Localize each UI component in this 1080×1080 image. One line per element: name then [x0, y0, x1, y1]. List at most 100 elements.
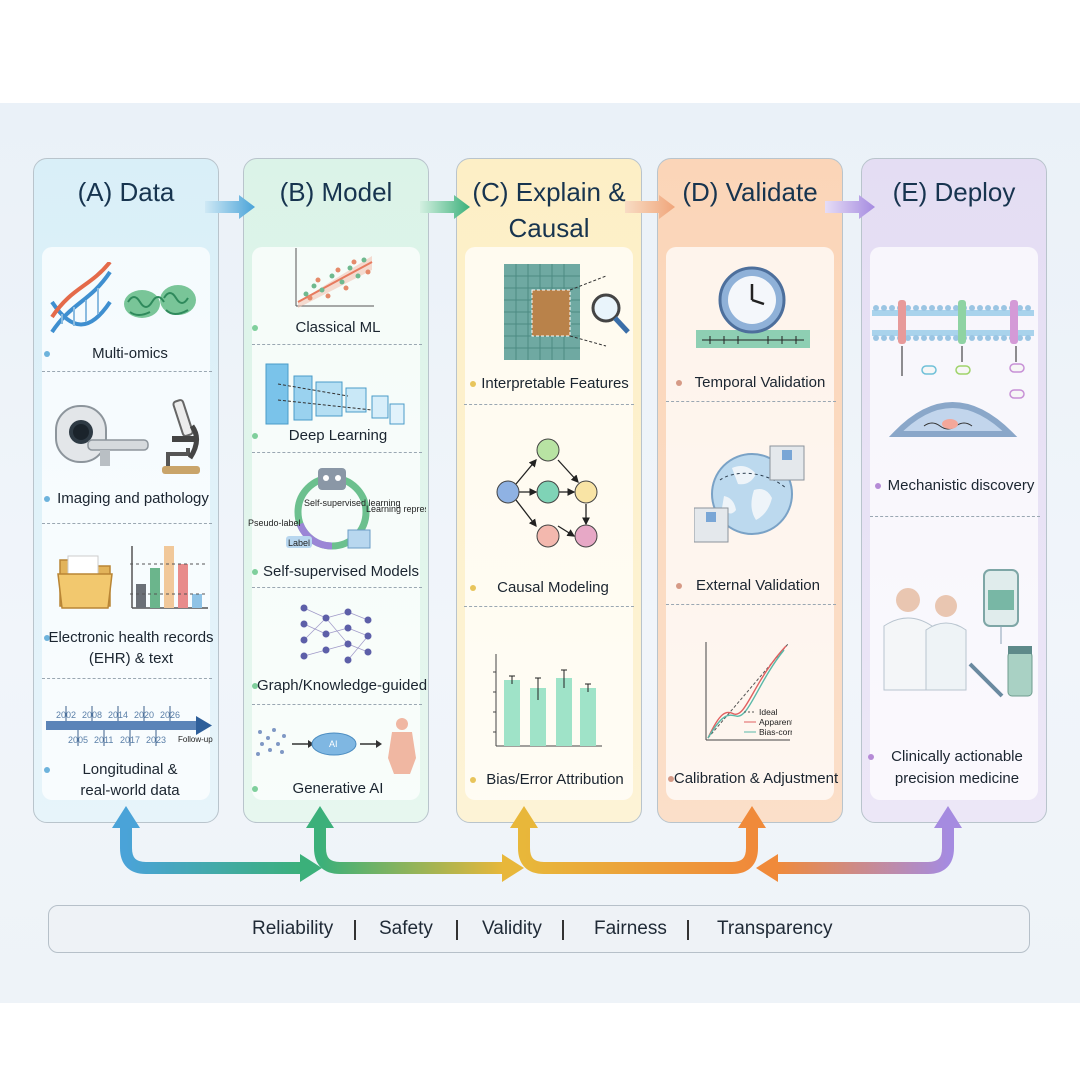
label-calibration-adjustment: Calibration & Adjustment — [673, 770, 839, 787]
bullet-marker — [44, 635, 50, 641]
label-temporal-validation: Temporal Validation — [694, 374, 826, 391]
label-classical-ml: Classical ML — [295, 319, 381, 336]
bullet-marker — [252, 433, 258, 439]
principle-validity: Validity — [482, 918, 542, 939]
label-ehr-line2: (EHR) & text — [88, 650, 174, 667]
principle-divider — [456, 920, 458, 940]
principle-divider — [687, 920, 689, 940]
separator-line — [666, 401, 836, 402]
column-title-data: (A) Data — [77, 177, 175, 207]
column-title-explain-line1: (C) Explain & — [472, 177, 626, 207]
label-generative-ai: Generative AI — [292, 780, 384, 797]
label-causal-modeling: Causal Modeling — [497, 579, 609, 596]
separator-line — [42, 371, 212, 372]
bullet-marker — [470, 777, 476, 783]
column-title-explain-line2: Causal — [508, 213, 590, 243]
bullet-marker — [676, 380, 682, 386]
legend-bias-corrected: Bias-corrected — [759, 727, 792, 737]
timeline-year: 2020 — [134, 710, 154, 720]
bar-chart-icon — [130, 546, 208, 609]
microscope-icon — [162, 399, 200, 474]
label-self-supervised: Self-supervised Models — [263, 563, 419, 580]
saliency-grid-icon — [504, 264, 630, 360]
arrow-a-to-b-icon — [205, 195, 255, 219]
ssl-left-label: Pseudo-label — [248, 518, 301, 528]
timeline-year: 2026 — [160, 710, 180, 720]
ai-badge-label: AI — [329, 739, 338, 749]
label-external-validation: External Validation — [696, 577, 820, 594]
separator-line — [870, 516, 1040, 517]
principle-fairness: Fairness — [594, 918, 667, 939]
label-graph-knowledge: Graph/Knowledge-guided — [256, 677, 428, 694]
ssl-center-label: Self-supervised learning — [304, 498, 401, 508]
feedback-arrows-graphic — [112, 806, 962, 882]
scatter-plot-icon — [295, 248, 374, 308]
label-mechanistic-discovery: Mechanistic discovery — [887, 477, 1035, 494]
arrow-c-to-d-icon — [625, 195, 675, 219]
separator-line — [42, 678, 212, 679]
timeline-year: 2023 — [146, 735, 166, 745]
label-multi-omics: Multi-omics — [92, 345, 168, 362]
separator-line — [666, 604, 836, 605]
timeline-graphic: 2002 2008 2014 2020 2026 2005 2011 2017 … — [46, 706, 213, 746]
ssl-right-label: Learning representation — [366, 504, 426, 514]
bullet-marker — [252, 786, 258, 792]
timeline-end-label: Follow-up — [178, 735, 213, 744]
principles-bar: Reliability Safety Validity Fairness Tra… — [48, 905, 1030, 953]
label-deep-learning: Deep Learning — [288, 427, 388, 444]
separator-line — [464, 404, 634, 405]
separator-line — [252, 452, 422, 453]
folder-icon — [57, 555, 113, 609]
principle-divider — [354, 920, 356, 940]
timeline-year: 2005 — [68, 735, 88, 745]
label-ehr-line1: Electronic health records — [48, 629, 214, 646]
label-longitudinal-line1: Longitudinal & — [82, 761, 178, 778]
cell-membrane-icon — [872, 300, 1034, 437]
bullet-marker — [252, 569, 258, 575]
label-bias-error: Bias/Error Attribution — [486, 771, 624, 788]
timeline-year: 2011 — [94, 735, 113, 745]
label-imaging-pathology: Imaging and pathology — [57, 490, 209, 507]
bias-bar-chart-icon — [493, 654, 602, 747]
bullet-marker — [875, 483, 881, 489]
bullet-marker — [676, 583, 682, 589]
label-longitudinal-line2: real-world data — [80, 782, 180, 799]
legend-apparent: Apparent — [759, 717, 792, 727]
separator-line — [42, 523, 212, 524]
separator-line — [252, 587, 422, 588]
bullet-marker — [470, 381, 476, 387]
neural-layers-icon — [265, 363, 405, 425]
principle-reliability: Reliability — [252, 918, 334, 939]
principle-transparency: Transparency — [717, 918, 833, 939]
bullet-marker — [252, 325, 258, 331]
bullet-marker — [44, 767, 50, 773]
clinician-patient-icon — [883, 569, 1033, 698]
graph-network-icon — [300, 604, 372, 664]
legend-ideal: Ideal — [759, 707, 778, 717]
bullet-marker — [868, 754, 874, 760]
separator-line — [252, 344, 422, 345]
arrow-d-to-e-icon — [825, 195, 875, 219]
timeline-year: 2002 — [56, 710, 76, 720]
separator-line — [252, 704, 422, 705]
separator-line — [464, 606, 634, 607]
column-title-validate: (D) Validate — [682, 177, 818, 207]
label-clinically-actionable: Clinically actionable — [891, 748, 1023, 765]
dna-helix-icon — [50, 262, 196, 334]
column-title-deploy: (E) Deploy — [892, 177, 1016, 207]
arrow-b-to-c-icon — [420, 195, 470, 219]
principle-divider — [562, 920, 564, 940]
ssl-badge-label: Label — [288, 538, 310, 548]
self-supervised-cycle-icon: Self-supervised learning Learning repres… — [248, 468, 426, 550]
principle-safety: Safety — [379, 918, 433, 939]
label-interpretable-features: Interpretable Features — [481, 375, 629, 392]
bullet-marker — [668, 776, 674, 782]
label-precision-medicine: precision medicine — [894, 770, 1020, 787]
timeline-year: 2008 — [82, 710, 102, 720]
timeline-year: 2014 — [108, 710, 128, 720]
bullet-marker — [44, 496, 50, 502]
column-model-panel — [252, 247, 420, 800]
bullet-marker — [44, 351, 50, 357]
bullet-marker — [470, 585, 476, 591]
globe-hospital-icon — [694, 445, 805, 543]
